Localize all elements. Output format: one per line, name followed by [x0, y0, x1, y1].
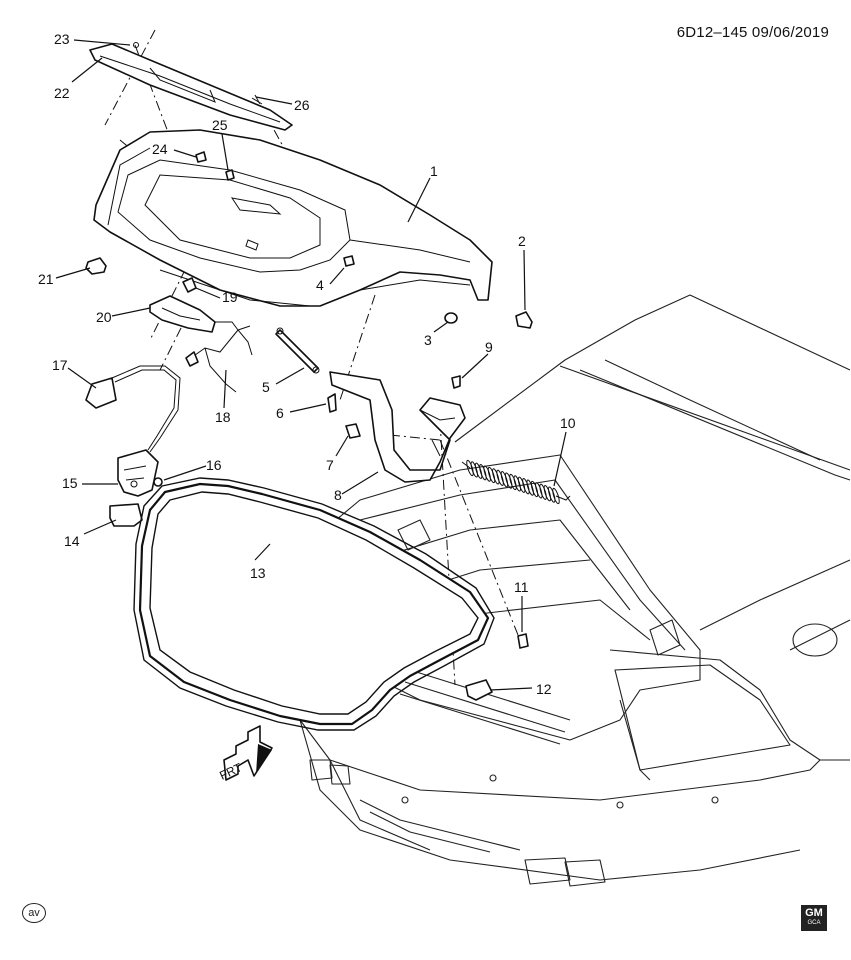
- callout-4: 4: [316, 277, 324, 293]
- document-id-date: 6D12–145 09/06/2019: [676, 24, 829, 41]
- front-arrow-icon: FRT: [217, 725, 273, 783]
- callout-24: 24: [152, 141, 168, 157]
- clip-25: [225, 169, 235, 181]
- spring-coil: [509, 473, 517, 491]
- spring-coil: [479, 464, 487, 481]
- bushing-7: [345, 423, 361, 439]
- spring-coil: [517, 476, 526, 493]
- callout-26: 26: [294, 97, 310, 113]
- part-hinge: [329, 371, 466, 483]
- clip-4: [343, 255, 355, 267]
- part-wiring-harness: [185, 325, 251, 393]
- callout-18: 18: [215, 409, 231, 425]
- part-decklid: [93, 129, 493, 307]
- part-spoiler: [89, 42, 293, 131]
- callout-21: 21: [38, 271, 54, 287]
- spring-coil: [522, 478, 530, 495]
- vehicle-rear-body: [289, 294, 851, 887]
- callout-5: 5: [262, 379, 270, 395]
- part-torsion-spring: [461, 459, 571, 505]
- gm-logo-subtext: GCA: [807, 920, 821, 926]
- callout-25: 25: [212, 117, 228, 133]
- bolt-11: [517, 633, 529, 649]
- callout-12: 12: [536, 681, 552, 697]
- callout-7: 7: [326, 457, 334, 473]
- callout-9: 9: [485, 339, 493, 355]
- bolt-9: [451, 375, 461, 389]
- part-weatherstrip: [133, 477, 495, 731]
- spring-coil: [474, 462, 483, 479]
- spring-coil: [504, 472, 513, 489]
- spring-coil: [530, 480, 539, 498]
- spring-coil: [483, 465, 491, 482]
- small-fasteners: [85, 151, 533, 701]
- callout-3: 3: [424, 332, 432, 348]
- callout-11: 11: [514, 579, 529, 595]
- bumper-3: [444, 312, 458, 324]
- callout-6: 6: [276, 405, 284, 421]
- spring-coil: [552, 487, 560, 505]
- spring-coil: [487, 466, 496, 484]
- clip-24: [195, 151, 207, 163]
- callout-numbers: 1 2 3 4 5 6 7 8 9 10 11 12 13 14 15 16 1…: [38, 31, 576, 697]
- callout-16: 16: [206, 457, 222, 473]
- spring-coil: [535, 482, 543, 499]
- spring-coil: [547, 486, 556, 503]
- spring-coil: [526, 479, 534, 496]
- spring-coil: [513, 475, 522, 492]
- grommet-21: [85, 257, 107, 275]
- callout-23: 23: [54, 31, 70, 47]
- callout-22: 22: [54, 85, 70, 101]
- spring-coil: [500, 471, 509, 488]
- bolt-16: [153, 477, 163, 487]
- stop-2: [515, 311, 533, 329]
- callout-14: 14: [64, 533, 80, 549]
- spring-coil: [470, 461, 479, 478]
- gm-logo-icon: GM GCA: [801, 905, 827, 931]
- bumper-19: [182, 277, 197, 293]
- gm-logo-text: GM: [805, 907, 823, 919]
- part-gas-strut: [275, 327, 320, 374]
- spring-coil: [543, 485, 552, 502]
- spring-coil: [496, 469, 504, 486]
- spring-coil: [466, 459, 474, 477]
- part-release-cable: [85, 365, 181, 453]
- bolt-6: [327, 393, 337, 413]
- spring-coil: [539, 483, 547, 500]
- callout-13: 13: [250, 565, 266, 581]
- callout-20: 20: [96, 309, 112, 325]
- callout-2: 2: [518, 233, 526, 249]
- spring-hook: [461, 461, 571, 501]
- callout-10: 10: [560, 415, 576, 431]
- callout-19: 19: [222, 289, 238, 305]
- part-latch-cover: [109, 503, 143, 527]
- part-latch: [117, 449, 159, 497]
- leader-lines: [55, 39, 567, 691]
- callout-17: 17: [52, 357, 68, 373]
- striker-12: [465, 679, 493, 701]
- callout-1: 1: [430, 163, 438, 179]
- callout-15: 15: [62, 475, 78, 491]
- av-badge-icon: av: [22, 903, 46, 923]
- spring-coil: [492, 468, 500, 485]
- callout-8: 8: [334, 487, 342, 503]
